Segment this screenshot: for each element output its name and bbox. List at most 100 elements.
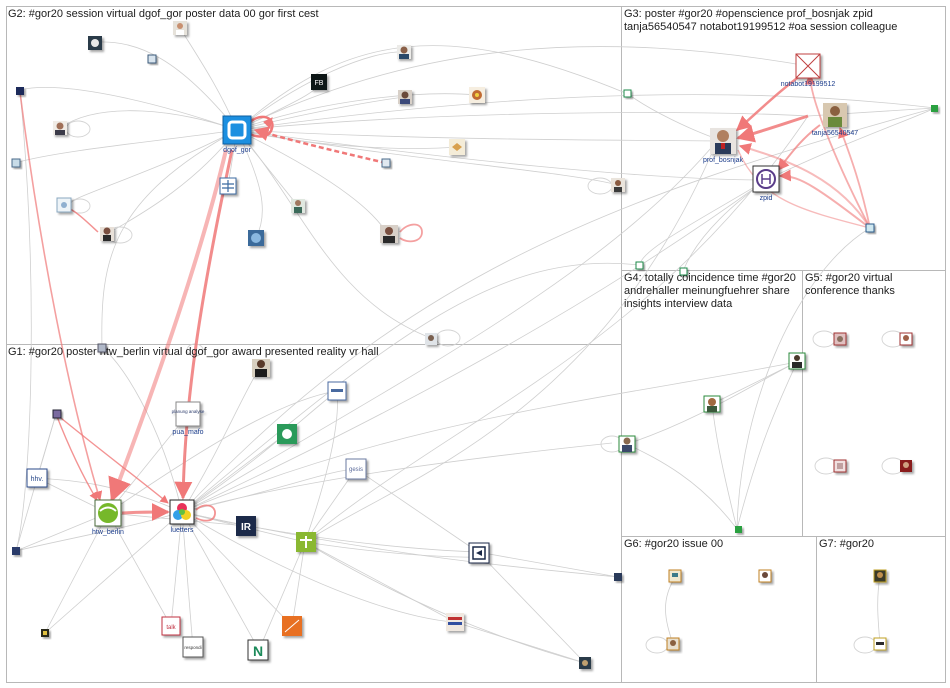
node-avatar: [758, 569, 772, 583]
node-avatar: [282, 616, 302, 636]
g3-small-nodes: [623, 89, 938, 276]
node-avatar: [703, 395, 721, 413]
node-avatar: [469, 87, 485, 103]
node-avatar: [41, 629, 49, 637]
node-avatar: [446, 613, 464, 631]
n-logo-text: N: [253, 643, 263, 659]
node-avatar: [623, 89, 632, 98]
node-pua-mafo[interactable]: planung analyse pua_mafo: [172, 401, 205, 436]
hhv-logo-text: hhv.: [31, 476, 44, 483]
node-avatar: [219, 177, 237, 195]
node-avatar: [611, 178, 625, 192]
node-avatar: [833, 332, 847, 346]
ir-logo-icon: [236, 516, 256, 536]
node-htw-berlin[interactable]: htw_berlin: [92, 499, 124, 536]
g5-nodes: [833, 332, 913, 473]
group-title-g6: G6: #gor20 issue 00: [624, 538, 724, 550]
node-avatar: [327, 381, 347, 401]
node-avatar: [468, 542, 490, 564]
node-avatar: [173, 21, 187, 35]
node-label-tanja: tanja56540547: [812, 130, 858, 137]
pua-logo-text: planung analyse: [172, 409, 205, 414]
group-box-g2: [6, 6, 622, 345]
node-avatar: [579, 657, 591, 669]
talk-logo-text: talk: [166, 625, 176, 631]
node-avatar: [53, 121, 67, 135]
node-label-zpid: zpid: [760, 195, 773, 202]
node-avatar: [52, 409, 62, 419]
node-dgof-gor[interactable]: dgof_gor: [222, 115, 252, 154]
node-label-luetters: luetters: [171, 527, 194, 534]
group-box-g7: [816, 536, 946, 683]
node-avatar: [11, 158, 21, 168]
node-avatar: [380, 225, 398, 243]
node-tanja[interactable]: tanja56540547: [812, 103, 858, 137]
gesis-logo-icon: [345, 458, 367, 480]
group-title-g3: G3: poster #gor20 #openscience prof_bosn…: [624, 8, 898, 33]
node-luetters[interactable]: luetters: [169, 499, 195, 534]
respondi-logo-icon: [182, 636, 204, 658]
node-avatar: [56, 197, 72, 213]
fb-logo-icon: [311, 74, 327, 90]
respondi-logo-text: respondi: [184, 645, 201, 650]
node-avatar: [833, 459, 847, 473]
node-avatar: [873, 569, 887, 583]
g2-avatars: FB: [11, 21, 625, 345]
node-talk: talk: [161, 616, 181, 636]
node-avatar: [735, 526, 742, 533]
group-box-g5: [802, 270, 946, 537]
g1-avatars: hhv. gesis IR talk respondi N: [12, 343, 622, 669]
node-notabot[interactable]: notabot19199512: [781, 53, 836, 88]
node-respondi: respondi: [182, 636, 204, 658]
node-zpid[interactable]: zpid: [752, 165, 780, 202]
node-avatar: [618, 435, 636, 453]
node-label-notabot: notabot19199512: [781, 81, 836, 88]
node-avatar: [668, 569, 682, 583]
group-title-g7: G7: #gor20: [819, 538, 875, 550]
node-avatar: [277, 424, 297, 444]
gesis-logo-text: gesis: [349, 467, 363, 473]
g7-nodes: [873, 569, 887, 651]
node-avatar: [614, 573, 622, 581]
node-avatar: [97, 343, 107, 353]
n-logo-icon: [247, 639, 269, 661]
ir-logo-text: IR: [241, 522, 252, 533]
node-avatar: [449, 139, 465, 155]
node-avatar: [252, 359, 270, 377]
node-prof-bosnjak[interactable]: prof_bosnjak: [703, 128, 744, 164]
node-avatar: [16, 87, 24, 95]
node-ir: IR: [236, 516, 256, 536]
group-title-g4: G4: totally coincidence time #gor20 andr…: [624, 272, 796, 310]
node-avatar: [147, 54, 157, 64]
node-avatar: [931, 105, 938, 112]
node-avatar: [291, 199, 305, 213]
node-label-pua-mafo: pua_mafo: [172, 429, 203, 436]
node-avatar: [823, 103, 847, 127]
node-fb: FB: [311, 74, 327, 90]
node-label-prof-bosnjak: prof_bosnjak: [703, 157, 744, 164]
node-avatar: [679, 267, 688, 276]
node-avatar: [899, 332, 913, 346]
zpid-logo-icon: [752, 165, 780, 193]
node-avatar: [397, 45, 411, 59]
node-avatar: [666, 637, 680, 651]
node-label-htw-berlin: htw_berlin: [92, 529, 124, 536]
node-avatar: [865, 223, 875, 233]
gray-edges: [14, 27, 936, 664]
node-avatar: [873, 637, 887, 651]
node-avatar: [788, 352, 806, 370]
node-avatar: [248, 230, 264, 246]
talk-logo-icon: [161, 616, 181, 636]
node-avatar: [296, 532, 316, 552]
fb-logo-text: FB: [315, 80, 324, 87]
node-avatar: [12, 547, 20, 555]
colorful-logo-icon: [169, 499, 195, 525]
node-avatar: [88, 36, 102, 50]
group-title-g1: G1: #gor20 poster htw_berlin virtual dgo…: [8, 346, 379, 358]
hhv-logo-icon: [26, 468, 48, 488]
missing-image-icon: [795, 53, 821, 79]
group-box-g6: [621, 536, 817, 683]
node-avatar: [100, 227, 114, 241]
planung-logo-icon: planung analyse: [172, 401, 205, 427]
